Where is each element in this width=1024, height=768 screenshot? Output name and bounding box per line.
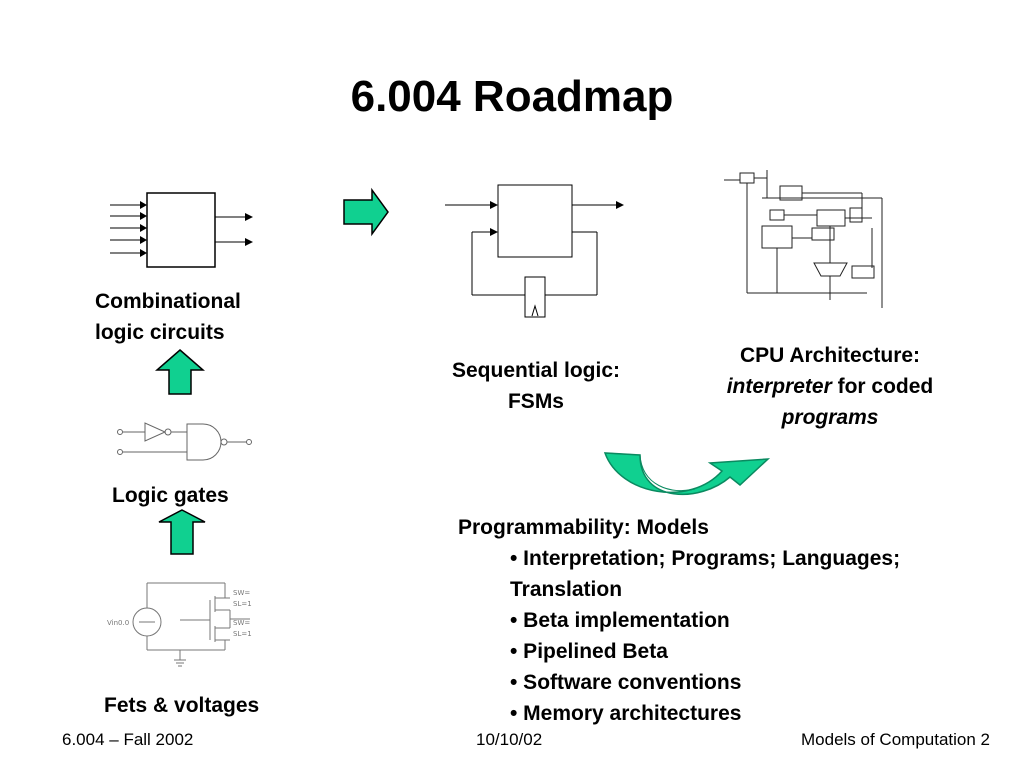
combinational-label-line2: logic circuits [95, 321, 225, 344]
combinational-label-line1: Combinational [95, 290, 241, 313]
curved-arrow-icon [603, 452, 771, 495]
footer-left: 6.004 – Fall 2002 [62, 730, 194, 749]
cpu-label-line3: programs [690, 402, 970, 433]
cpu-label: CPU Architecture: interpreter for coded … [690, 340, 970, 433]
svg-text:SW=: SW= [233, 589, 250, 597]
footer-center: 10/10/02 [476, 730, 543, 749]
fet-circuit-diagram: Vin0.0 SW= SL=1 SW= SL=1 [107, 582, 252, 667]
logic-gates-label: Logic gates [112, 484, 229, 507]
footer-right: Models of Computation 2 [801, 730, 990, 749]
list-item: • Interpretation; Programs; Languages; [510, 547, 901, 570]
up-arrow-icon [158, 509, 206, 555]
sequential-label: Sequential logic: FSMs [425, 355, 647, 417]
cpu-label-italic-programs: programs [781, 406, 879, 429]
list-item: Translation [510, 578, 623, 601]
combinational-label: Combinational logic circuits [95, 286, 241, 348]
svg-text:SW=: SW= [233, 619, 250, 627]
up-arrow-icon [154, 349, 206, 395]
cpu-schematic-diagram [724, 170, 883, 308]
list-item: • Pipelined Beta [510, 640, 668, 663]
programmability-section: Programmability: Models • Interpretation… [458, 512, 900, 729]
cpu-label-italic-interpreter: interpreter [726, 375, 832, 398]
logic-gate-diagram [117, 422, 252, 461]
svg-text:SL=1: SL=1 [233, 630, 252, 638]
programmability-heading: Programmability: Models [458, 516, 709, 539]
combinational-block-diagram [110, 192, 253, 268]
fsm-block-diagram [445, 184, 624, 318]
list-item: • Software conventions [510, 671, 742, 694]
cpu-label-rest: for coded [831, 375, 934, 398]
cpu-label-line1: CPU Architecture: [739, 344, 921, 367]
fets-label: Fets & voltages [104, 694, 260, 717]
cpu-label-line2: interpreter for coded [690, 371, 970, 402]
slide-title: 6.004 Roadmap [350, 72, 674, 121]
sequential-label-line2: FSMs [507, 390, 564, 413]
list-item: • Memory architectures [510, 702, 742, 725]
right-arrow-icon [343, 187, 389, 237]
svg-text:SL=1: SL=1 [233, 600, 252, 608]
sequential-label-line1: Sequential logic: [451, 359, 621, 382]
svg-text:Vin0.0: Vin0.0 [107, 619, 129, 627]
list-item: • Beta implementation [510, 609, 730, 632]
